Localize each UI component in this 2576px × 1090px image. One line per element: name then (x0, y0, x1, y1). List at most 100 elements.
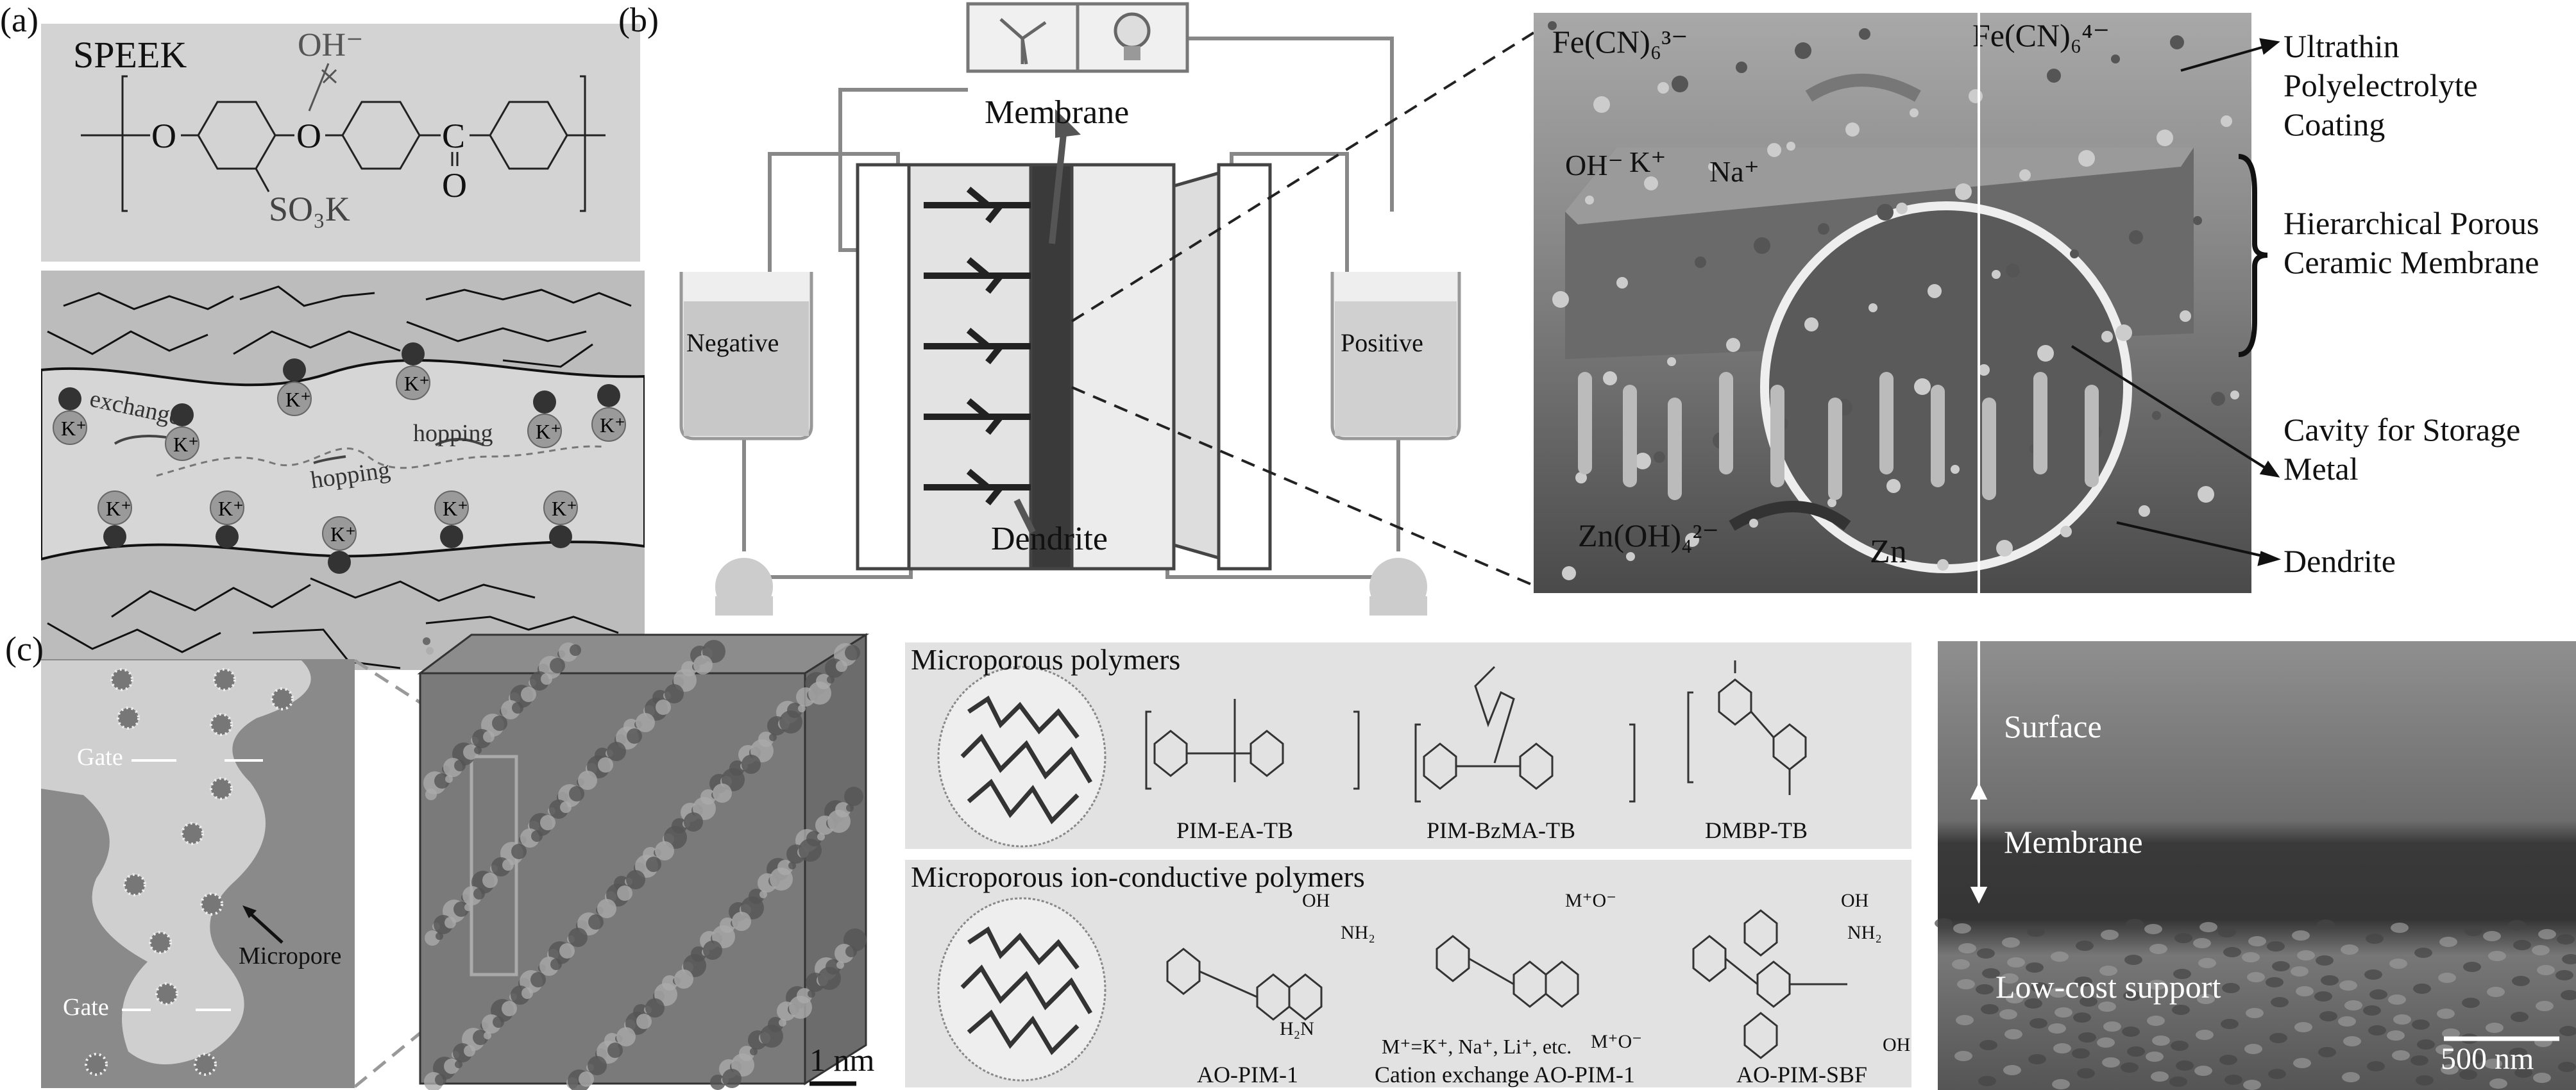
support-grain (2174, 933, 2192, 943)
support-grain (2464, 926, 2482, 936)
potassium-ion (53, 410, 87, 445)
support-grain (2272, 961, 2290, 971)
potassium-ion (322, 516, 357, 551)
support-grain (2316, 955, 2334, 966)
support-grain (2557, 934, 2575, 944)
sulfonate-anion (402, 342, 425, 365)
group-oh-3: OH (1883, 1034, 1911, 1055)
pore-blob (665, 684, 684, 703)
speek-structure-box: SPEEK OH⁻ O O C (41, 24, 640, 262)
support-grain (2462, 998, 2480, 1008)
support-grain (2151, 1071, 2169, 1082)
support-grain (2436, 1044, 2453, 1055)
support-grain (2246, 1008, 2264, 1018)
support-grain (2411, 1055, 2428, 1066)
support-grain (2508, 920, 2526, 930)
callout-cavity: Cavity for Storage Metal (2284, 412, 2521, 487)
support-grain (2026, 962, 2044, 973)
sulfonate-anion (283, 358, 306, 382)
support-grain (2488, 951, 2506, 961)
sulfonate-anion (440, 525, 463, 548)
support-grain (1981, 1004, 1999, 1014)
pore-blob (845, 645, 860, 660)
pore-blob (799, 839, 822, 862)
support-grain (2221, 1019, 2239, 1029)
polymer-ao-pim-1: AO-PIM-1 (1197, 1062, 1298, 1087)
polymer-structures (1145, 660, 1847, 1059)
support-grain (2224, 1075, 2242, 1085)
support-grain (2344, 1000, 2362, 1010)
group-oh-2: OH (1841, 890, 1869, 911)
support-grain (1999, 1009, 2017, 1019)
pore-blob (818, 967, 841, 990)
support-grain (2078, 1032, 2096, 1043)
gate-label-2: Gate (63, 994, 109, 1021)
polymer-pim-ea-tb: PIM-EA-TB (1176, 818, 1293, 843)
pore-blob (454, 760, 466, 771)
speek-bonds (81, 63, 606, 212)
pore-blob (502, 1001, 517, 1016)
pore-blob (423, 637, 430, 645)
pore-network-cube (417, 633, 870, 1090)
pore-blob (836, 961, 844, 969)
support-grain (2514, 1068, 2532, 1078)
pore-blob (674, 969, 693, 989)
pore-blob (531, 830, 543, 842)
pore-blob (597, 899, 616, 918)
support-grain (2341, 944, 2359, 955)
support-grain (2483, 931, 2501, 941)
support-grain (2367, 1061, 2385, 1071)
pore-blob (703, 941, 722, 960)
hydrated-ion (210, 777, 233, 800)
pore-blob (808, 990, 815, 998)
speek-title: SPEEK (73, 34, 187, 76)
cube-scale-label: 1 nm (809, 1042, 875, 1078)
support-grain (2537, 965, 2555, 975)
sulfonate-anion (58, 387, 81, 410)
support-grain (2343, 1036, 2361, 1046)
support-grain (2417, 1039, 2435, 1050)
group-mo-1: M⁺O⁻ (1565, 890, 1617, 911)
support-grain (2055, 1007, 2072, 1018)
pore-blob (844, 787, 863, 806)
pore-blob (588, 1056, 607, 1075)
support-grain (1958, 943, 1976, 953)
callout-ceramic-membrane: Hierarchical Porous Ceramic Membrane (2284, 205, 2539, 280)
membrane-label: Membrane (985, 94, 1130, 131)
sulfonate-anion (328, 551, 351, 574)
support-grain (2004, 1029, 2022, 1039)
support-grain (2194, 1066, 2212, 1076)
support-grain (2024, 998, 2042, 1009)
pore-blob (646, 857, 661, 872)
pore-blob (845, 946, 857, 957)
pore-blob (482, 873, 498, 888)
support-grain (2242, 952, 2260, 962)
hydrated-ion (213, 668, 236, 691)
support-grain (2247, 972, 2265, 982)
potassium-ion-text: K⁺ (61, 417, 87, 440)
support-grain (2413, 984, 2431, 994)
pore-blob (511, 844, 527, 859)
support-grain (2339, 980, 2357, 991)
potassium-ion-text: K⁺ (173, 433, 199, 456)
support-grain (2562, 954, 2576, 964)
support-grain (2244, 1044, 2262, 1054)
pore-blob (455, 1061, 462, 1068)
potassium-ion (165, 426, 199, 461)
panel-label-a: (a) (0, 1, 38, 39)
support-grain (2486, 1023, 2504, 1033)
hydrated-ion (155, 982, 178, 1005)
group-mo-2: M⁺O⁻ (1591, 1031, 1643, 1052)
support-grain (2198, 958, 2216, 968)
support-grain (2053, 1043, 2071, 1053)
support-grain (2363, 1005, 2381, 1016)
pore-blob (779, 710, 802, 734)
hydrated-ion (271, 687, 294, 710)
ferrocyanide-label: Fe(CN)₆⁴⁻ (1972, 17, 2110, 53)
pore-blob (846, 804, 854, 812)
support-grain (2219, 1055, 2237, 1065)
support-grain (2391, 923, 2409, 933)
support-grain (2248, 936, 2266, 946)
support-grain (2437, 1009, 2455, 1019)
sulfonate-anion (216, 525, 239, 548)
